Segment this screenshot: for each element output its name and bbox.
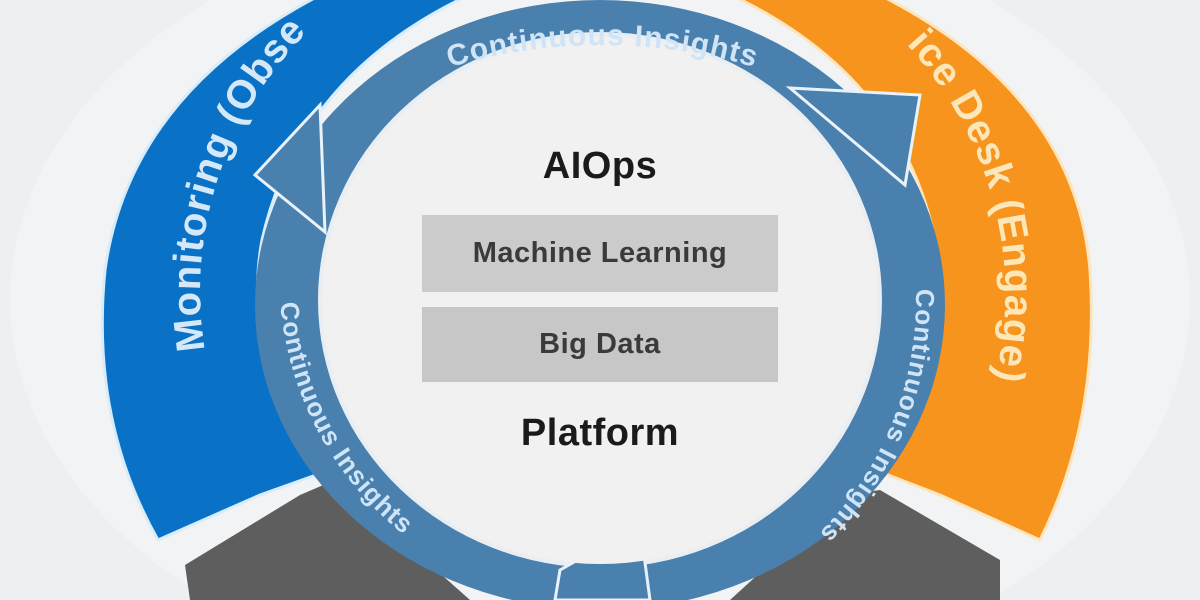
arrow-head-left-icon (252, 101, 327, 236)
machine-learning-layer: Machine Learning (422, 215, 778, 292)
bottom-right-segment (730, 490, 1000, 600)
big-data-layer: Big Data (422, 307, 778, 382)
arrow-head-top-right-icon (785, 86, 922, 188)
center-circle (322, 36, 878, 564)
aiops-title: AIOps (542, 145, 658, 187)
platform-title: Platform (520, 412, 680, 454)
bottom-left-segment (185, 480, 470, 600)
